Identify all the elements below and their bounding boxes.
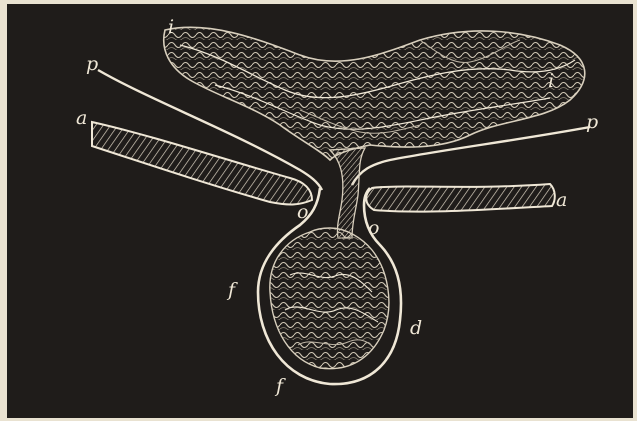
label-d: d — [410, 317, 422, 339]
label-a-left: a — [76, 107, 87, 129]
label-o-right: o — [368, 217, 379, 239]
label-o-left: o — [297, 201, 308, 223]
label-p-right: p — [586, 111, 598, 133]
label-i-right: i — [548, 70, 554, 92]
label-a-right: a — [556, 189, 567, 211]
label-i-left: i — [168, 16, 174, 38]
label-p-left: p — [86, 53, 98, 75]
abdominal-wall-right — [366, 184, 555, 212]
